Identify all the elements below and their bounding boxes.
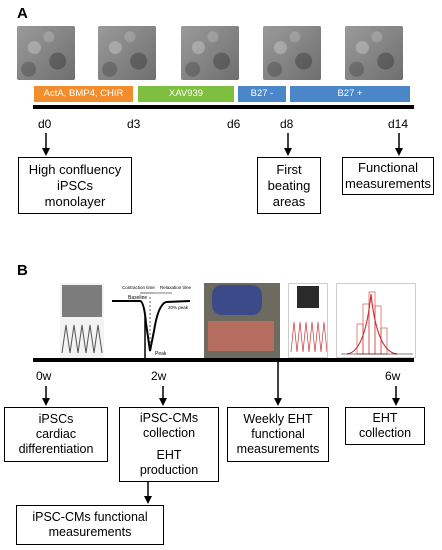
- timeline-a: [33, 105, 414, 109]
- day-label-d3: d3: [127, 117, 141, 131]
- cell-photo-d3: [98, 26, 156, 80]
- eht-force-figure: [288, 283, 328, 358]
- box-first-beating: First beating areas: [257, 157, 321, 214]
- day-label-d8: d8: [280, 117, 294, 131]
- phase-b27-minus: B27 -: [238, 86, 286, 102]
- label-contraction-time: Contraction time: [122, 285, 155, 290]
- cell-photo-d8: [263, 26, 321, 80]
- cell-photo-d0: [17, 26, 75, 80]
- box-functional-measurements: Functional measurements: [342, 157, 434, 195]
- day-label-d6: d6: [227, 117, 241, 131]
- box-high-confluency: High confluency iPSCs monolayer: [18, 157, 132, 214]
- label-baseline: Baseline: [128, 295, 147, 301]
- label-20-peak: 20% peak: [168, 305, 189, 310]
- week-label-0w: 0w: [36, 369, 52, 383]
- eht-plate-photo: [204, 283, 280, 358]
- box-ipsc-cms-functional-measurements: iPSC-CMs functional measurements: [16, 505, 164, 545]
- label-relaxation-time: Relaxation time: [160, 285, 192, 290]
- day-label-d14: d14: [388, 117, 409, 131]
- micrograph-figure: [60, 283, 104, 358]
- box-ipscs-cardiac-differentiation: iPSCs cardiac differentiation: [4, 407, 108, 462]
- panel-a-label: A: [17, 5, 28, 22]
- box-weekly-eht-measurements: Weekly EHT functional measurements: [227, 407, 329, 462]
- contraction-trace-figure: Contraction time Relaxation time Baselin…: [110, 283, 192, 358]
- panel-b-label: B: [17, 262, 28, 279]
- phase-b27-plus: B27 +: [290, 86, 410, 102]
- cell-photo-d14: [345, 26, 403, 80]
- box-eht-collection: EHT collection: [345, 407, 425, 445]
- phase-xav939: XAV939: [138, 86, 234, 102]
- phase-acta-bmp4-chir: ActA, BMP4, CHIR: [34, 86, 133, 102]
- histogram-figure: [336, 283, 416, 358]
- timeline-b: [33, 358, 414, 362]
- box-eht-production: EHT production: [119, 444, 219, 482]
- week-label-2w: 2w: [151, 369, 167, 383]
- label-peak: Peak: [155, 351, 167, 357]
- cell-photo-d6: [181, 26, 239, 80]
- box-ipsc-cms-collection: iPSC-CMs collection: [119, 407, 219, 445]
- week-label-6w: 6w: [385, 369, 401, 383]
- day-label-d0: d0: [38, 117, 52, 131]
